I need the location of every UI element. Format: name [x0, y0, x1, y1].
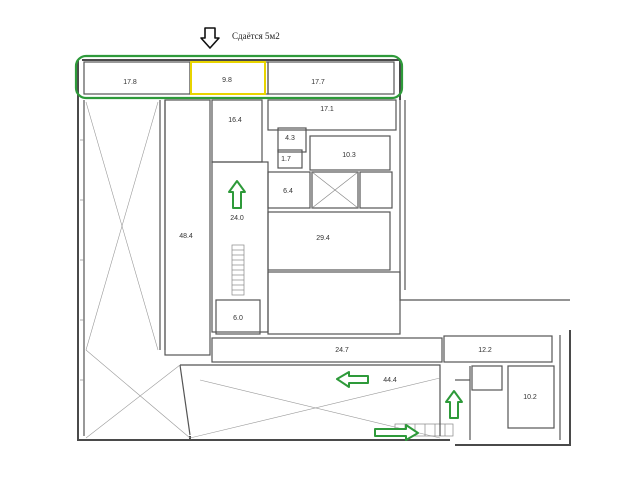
room-label-16-4: 16.4 — [228, 117, 242, 124]
green-up-arrow-bottom-icon — [445, 390, 463, 419]
room-label-10-2: 10.2 — [523, 394, 537, 401]
room-label-48-4: 48.4 — [179, 233, 193, 240]
green-right-arrow-icon — [374, 424, 419, 441]
highlight-outline — [74, 54, 404, 100]
green-left-arrow-icon — [336, 371, 369, 388]
room-label-17-8: 17.8 — [123, 79, 137, 86]
room-label-17-7: 17.7 — [311, 79, 325, 86]
green-up-arrow-icon — [228, 180, 246, 209]
middle-rooms — [164, 99, 401, 356]
room-label-17-1: 17.1 — [320, 106, 334, 113]
caption-text: Сдаётся 5м2 — [232, 31, 280, 41]
stairs-icon — [231, 244, 245, 296]
rented-unit — [190, 61, 266, 95]
room-label-12-2: 12.2 — [478, 347, 492, 354]
room-label-29-4: 29.4 — [316, 235, 330, 242]
room-label-9-8: 9.8 — [222, 77, 232, 84]
room-label-44-4: 44.4 — [383, 377, 397, 384]
room-label-6-0: 6.0 — [233, 315, 243, 322]
room-label-6-4: 6.4 — [283, 188, 293, 195]
room-label-24-0: 24.0 — [230, 215, 244, 222]
down-arrow-icon — [200, 27, 220, 49]
room-label-24-7: 24.7 — [335, 347, 349, 354]
room-labels: 17.8 9.8 17.7 17.1 16.4 4.3 1.7 10.3 6.4… — [123, 77, 537, 401]
room-label-1-7: 1.7 — [281, 156, 291, 163]
room-label-10-3: 10.3 — [342, 152, 356, 159]
room-label-4-3: 4.3 — [285, 135, 295, 142]
